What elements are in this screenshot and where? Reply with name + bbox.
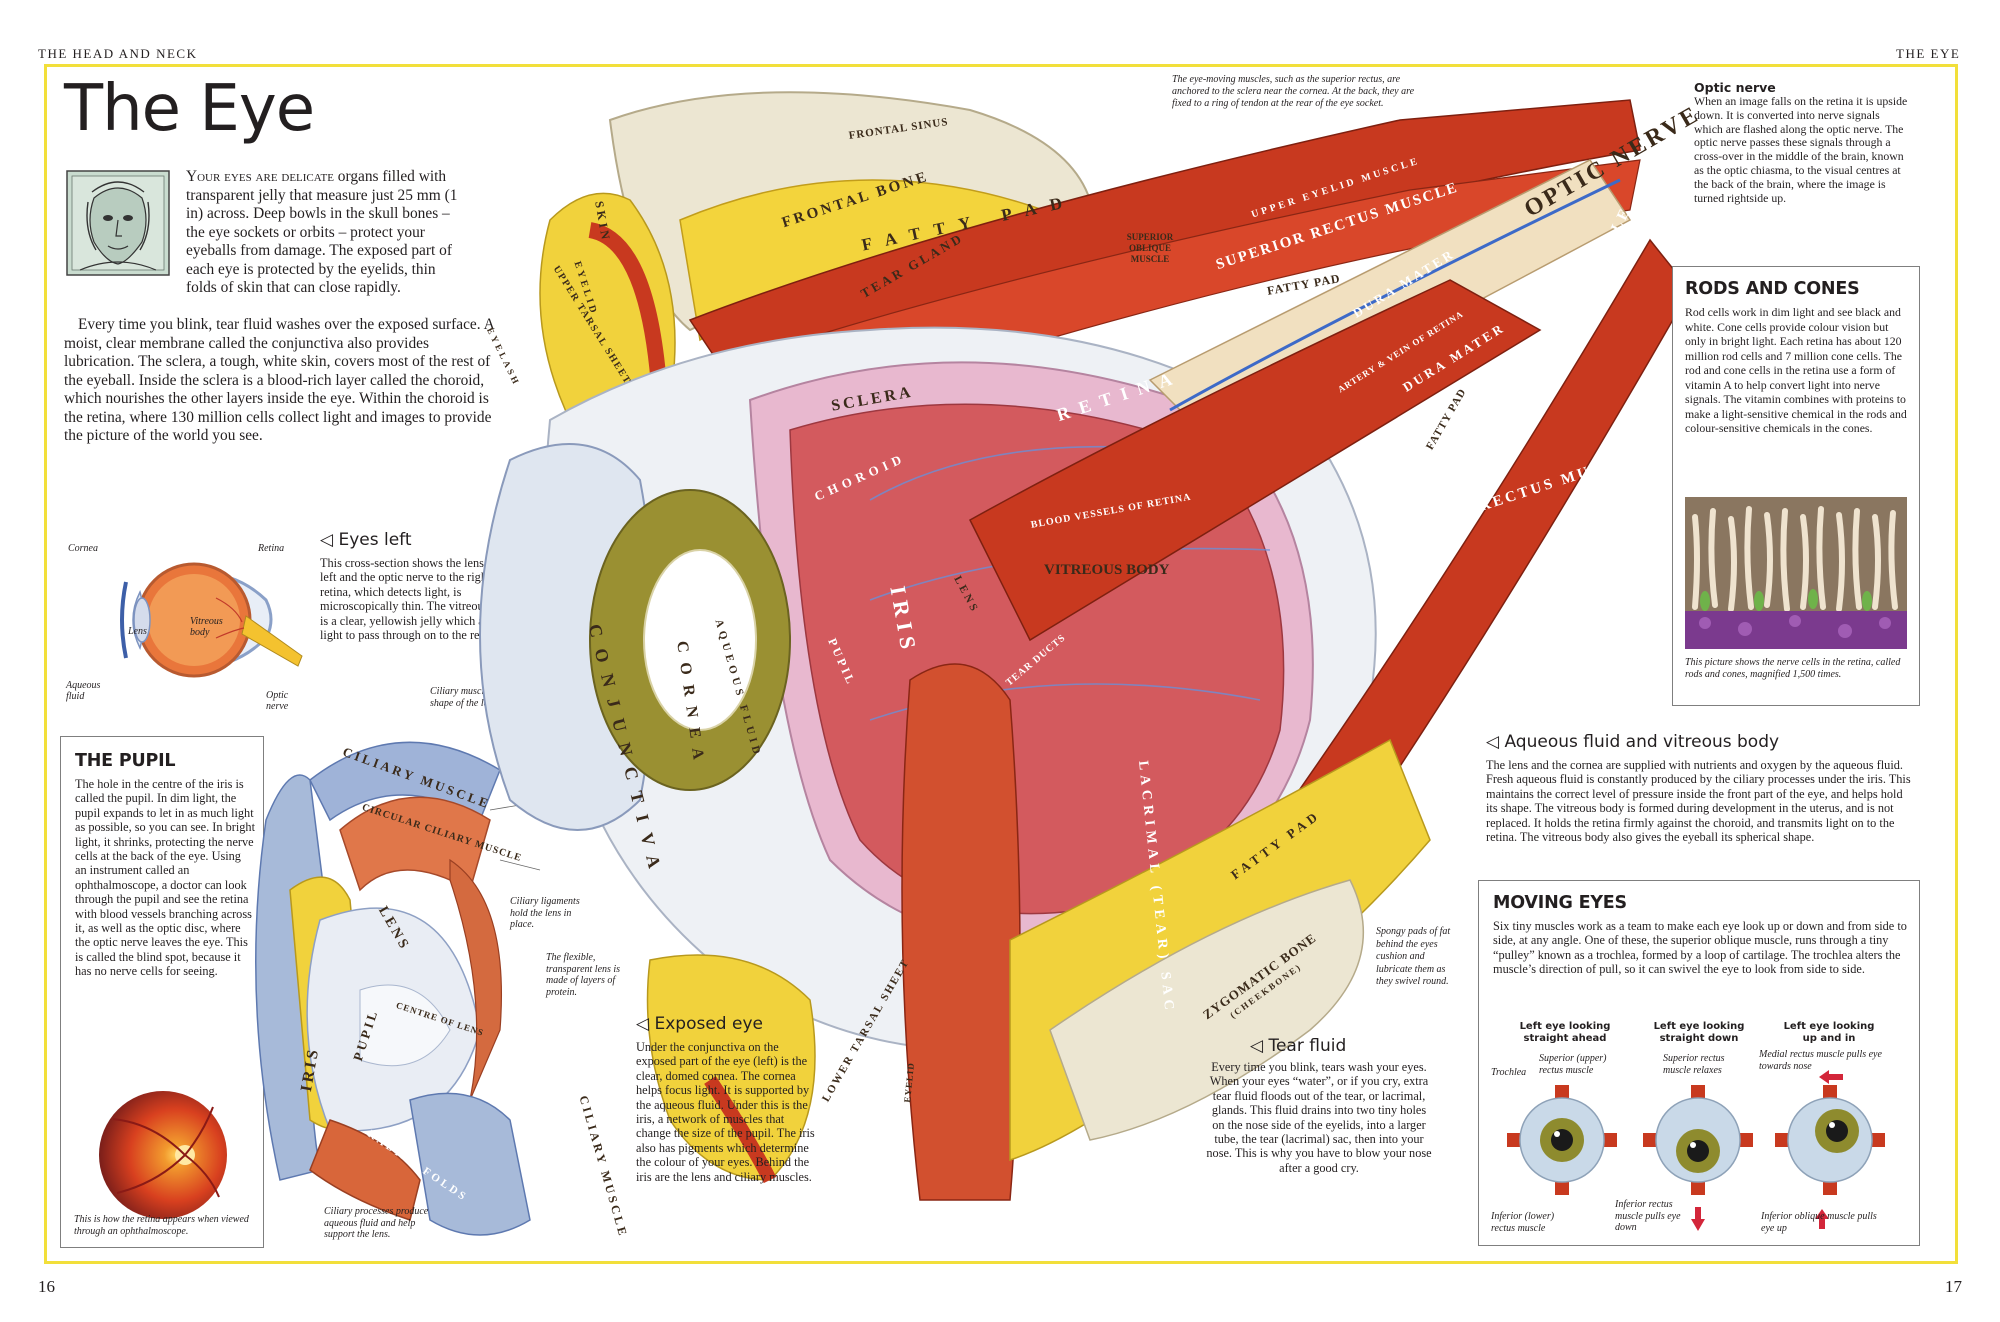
rods-box-heading: RODS AND CONES xyxy=(1685,279,1860,299)
arrow-down-icon xyxy=(1691,1207,1705,1235)
intro-paragraph-2: Every time you blink, tear fluid washes … xyxy=(64,316,494,444)
intro-lead: Your eyes are delicate xyxy=(186,168,334,185)
small-lens-label: Lens xyxy=(128,626,147,637)
exposed-eye-text: Under the conjunctiva on the exposed par… xyxy=(636,1040,815,1184)
aqueous-heading: ◁ Aqueous fluid and vitreous body xyxy=(1486,732,1780,752)
eye2-title: Left eye looking straight down xyxy=(1653,1021,1745,1044)
eye-cross-section-small xyxy=(66,538,306,708)
moving-box-text: Six tiny muscles work as a team to make … xyxy=(1493,919,1907,977)
arrow-left-icon xyxy=(1819,1069,1843,1088)
pupil-box-heading: THE PUPIL xyxy=(75,751,176,771)
tear-fluid-text: Every time you blink, tears wash your ey… xyxy=(1206,1060,1432,1175)
rods-box-text: Rod cells work in dim light and see blac… xyxy=(1685,305,1907,435)
ciliary-ligaments-caption: Ciliary ligaments hold the lens in place… xyxy=(510,896,580,930)
eye2-diagram xyxy=(1643,1085,1753,1195)
intro-paragraph-1-wrap: Your eyes are delicate organs filled wit… xyxy=(186,168,462,298)
eye3-title: Left eye looking up and in xyxy=(1783,1021,1875,1044)
eyes-left-text: This cross-section shows the lens on the… xyxy=(320,556,518,643)
moving-box-heading: MOVING EYES xyxy=(1493,893,1627,913)
aqueous-text: The lens and the cornea are supplied wit… xyxy=(1486,758,1911,845)
rods-box-caption: This picture shows the nerve cells in th… xyxy=(1685,657,1901,680)
arrow-up-icon xyxy=(1815,1209,1829,1233)
portrait-engraving xyxy=(66,170,170,276)
optic-note-text: When an image falls on the retina it is … xyxy=(1694,94,1908,205)
vitreous-body-label: VITREOUS BODY xyxy=(1044,562,1170,578)
eyes-left-heading: ◁ Eyes left xyxy=(320,530,412,550)
folio-left: 16 xyxy=(38,1277,55,1296)
ciliary-processes-caption: Ciliary processes produce aqueous fluid … xyxy=(324,1206,429,1240)
page-title: The Eye xyxy=(64,72,315,146)
eye3-diagram xyxy=(1775,1085,1885,1195)
rods-cones-box: RODS AND CONES Rod cells work in dim lig… xyxy=(1672,266,1920,706)
pupil-box: THE PUPIL The hole in the centre of the … xyxy=(60,736,264,1248)
retina-photo xyxy=(73,1063,253,1243)
intro-p1: organs filled with transparent jelly tha… xyxy=(186,168,458,296)
sup-relax-label: Superior rectus muscle relaxes xyxy=(1663,1053,1725,1076)
inf-oblique-label: Inferior oblique muscle pulls eye up xyxy=(1761,1211,1877,1234)
optic-note-heading: Optic nerve xyxy=(1694,80,1776,95)
ciliary-diagram xyxy=(250,700,630,1260)
tear-fluid-heading: ◁ Tear fluid xyxy=(1250,1036,1347,1056)
pupil-box-text: The hole in the centre of the iris is ca… xyxy=(75,777,255,979)
exposed-eye-heading: ◁ Exposed eye xyxy=(636,1014,763,1034)
optic-nerve-note: Optic nerve When an image falls on the r… xyxy=(1694,80,1910,205)
small-aqueous-label: Aqueous fluid xyxy=(66,680,101,702)
medial-label: Medial rectus muscle pulls eye towards n… xyxy=(1759,1049,1882,1072)
folio-right: 17 xyxy=(1945,1277,1962,1296)
eye1-title: Left eye looking straight ahead xyxy=(1519,1021,1611,1044)
muscles-note: The eye-moving muscles, such as the supe… xyxy=(1172,74,1415,109)
eye1-diagram xyxy=(1507,1085,1617,1195)
page-frame xyxy=(44,64,1958,1264)
sup-upper-label: Superior (upper) rectus muscle xyxy=(1539,1053,1607,1076)
small-retina-label: Retina xyxy=(258,543,285,554)
lens-protein-caption: The flexible, transparent lens is made o… xyxy=(546,952,621,998)
inf-pulls-label: Inferior rectus muscle pulls eye down xyxy=(1615,1199,1681,1233)
moving-eyes-box: MOVING EYES Six tiny muscles work as a t… xyxy=(1478,880,1920,1246)
spongy-pads-note: Spongy pads of fat behind the eyes cushi… xyxy=(1376,926,1451,987)
inf-lower-label: Inferior (lower) rectus muscle xyxy=(1491,1211,1555,1234)
main-eye-illustration xyxy=(450,80,1691,1260)
small-optic-label: Optic nerve xyxy=(266,690,289,712)
rods-cones-photo xyxy=(1685,497,1907,649)
running-head-left: THE HEAD AND NECK xyxy=(38,46,198,61)
superior-oblique-label: SUPERIOR OBLIQUE MUSCLE xyxy=(1126,232,1174,264)
running-head-right: THE EYE xyxy=(1896,46,1961,61)
trochlea-label: Trochlea xyxy=(1491,1067,1527,1078)
small-cornea-label: Cornea xyxy=(68,543,98,554)
small-vitreous-label: Vitreous body xyxy=(190,616,223,638)
retina-photo-caption: This is how the retina appears when view… xyxy=(74,1214,249,1237)
